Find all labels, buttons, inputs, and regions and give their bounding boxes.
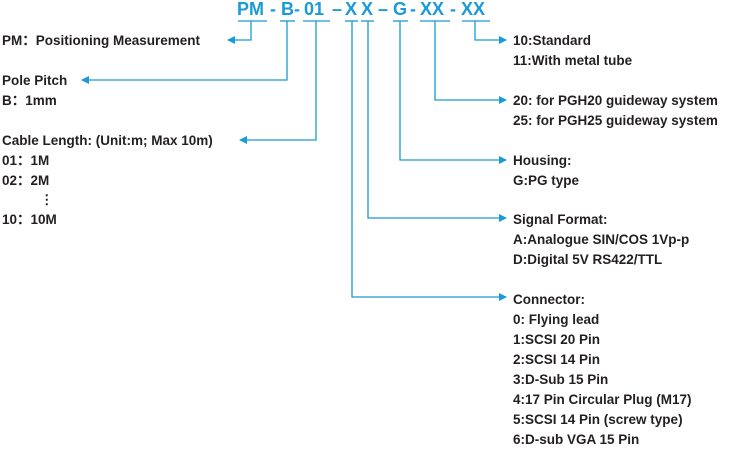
connector-option: 5:SCSI 14 Pin (screw type) <box>513 412 683 427</box>
leader-signal <box>367 21 507 222</box>
connector-option: 3:D-Sub 15 Pin <box>513 372 609 387</box>
leader-cable <box>239 21 317 144</box>
signal-option: D:Digital 5V RS422/TTL <box>513 252 663 267</box>
leader-pm <box>227 21 252 44</box>
cable-ellipsis: ⋮ <box>40 192 54 207</box>
code-01: 01 <box>304 0 325 19</box>
pole-pitch-title: Pole Pitch <box>2 73 68 88</box>
leader-pole-pitch <box>81 21 288 84</box>
connector-option: 0: Flying lead <box>513 312 600 327</box>
connector-option: 2:SCSI 14 Pin <box>513 352 601 367</box>
connector-option: 4:17 Pin Circular Plug (M17) <box>513 392 692 407</box>
signal-title: Signal Format: <box>513 212 608 227</box>
connector-option: 6:D-sub VGA 15 Pin <box>513 432 640 447</box>
connector-option: 1:SCSI 20 Pin <box>513 332 601 347</box>
code-dash: - <box>410 0 416 19</box>
code-dash: - <box>450 0 456 19</box>
leader-housing <box>399 21 507 164</box>
cable-length-title: Cable Length: (Unit:m; Max 10m) <box>2 133 213 148</box>
housing-option: G:PG type <box>513 173 580 188</box>
tube-option: 10:Standard <box>513 33 592 48</box>
code-signal-x: X <box>361 0 374 19</box>
cable-option: 02：2M <box>2 173 50 188</box>
leader-connector <box>351 21 507 301</box>
code-tube-xx: XX <box>461 0 486 19</box>
guideway-option: 20: for PGH20 guideway system <box>513 93 718 108</box>
tube-option: 11:With metal tube <box>513 53 633 68</box>
housing-title: Housing: <box>513 153 572 168</box>
code-dash: – <box>378 0 389 19</box>
cable-option: 10：10M <box>2 212 57 227</box>
code-b: B- <box>281 0 300 19</box>
code-g: G <box>393 0 408 19</box>
guideway-option: 25: for PGH25 guideway system <box>513 113 718 128</box>
code-pm: PM <box>237 0 264 19</box>
code-guideway-xx: XX <box>420 0 445 19</box>
code-dash: - <box>270 0 276 19</box>
leader-guideway <box>434 21 507 104</box>
code-dash: – <box>332 0 343 19</box>
connector-title: Connector: <box>513 292 585 307</box>
leader-tube <box>474 21 507 44</box>
signal-option: A:Analogue SIN/COS 1Vp-p <box>513 232 690 247</box>
cable-option: 01：1M <box>2 153 50 168</box>
code-connector-x: X <box>345 0 358 19</box>
pm-label: PM：Positioning Measurement <box>2 33 201 48</box>
pole-pitch-value: B：1mm <box>2 93 57 108</box>
